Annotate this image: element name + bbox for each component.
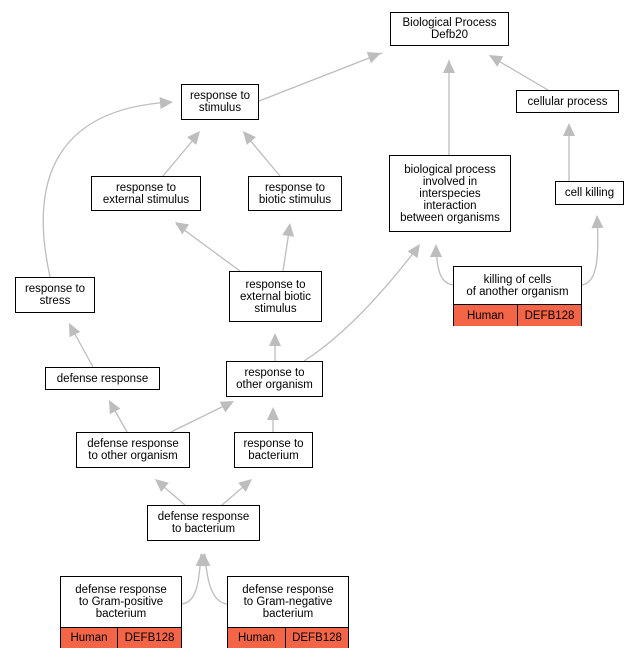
edge-other-organism-to-interspecies bbox=[303, 246, 419, 362]
edge-killing-to-cell-killing-arrowhead bbox=[591, 215, 604, 229]
edge-def-bacterium-to-bacterium-arrowhead bbox=[238, 479, 252, 492]
species-tag: Human bbox=[466, 309, 505, 322]
node-cellular-process[interactable]: cellular process bbox=[516, 90, 619, 113]
edge-ext-biotic-to-biotic-stimulus-arrowhead bbox=[282, 223, 295, 237]
edge-interspecies-to-root-arrowhead bbox=[443, 60, 455, 73]
edge-ext-biotic-to-external-stimulus bbox=[175, 223, 241, 272]
edge-stress-to-stimulus bbox=[42, 101, 173, 278]
species-tag: Human bbox=[70, 632, 108, 644]
node-label: defense response to Gram-positive bacter… bbox=[75, 584, 167, 620]
edge-cell-killing-to-cellular-process-arrowhead bbox=[563, 123, 575, 136]
edge-other-organism-to-ext-biotic-arrowhead bbox=[269, 333, 281, 346]
node-defense-response-to-gram-positive-bacterium[interactable]: defense response to Gram-positive bacter… bbox=[60, 576, 182, 648]
edge-def-other-org-to-other-organism-arrowhead bbox=[219, 401, 234, 413]
edge-def-other-org-to-defense-response-arrowhead bbox=[109, 400, 121, 415]
species-tag: Human bbox=[237, 632, 276, 644]
edge-gram-negative-to-def-bacterium-arrowhead bbox=[198, 553, 211, 567]
edge-other-organism-to-interspecies-arrowhead bbox=[407, 244, 420, 259]
node-label: killing of cells of another organism bbox=[466, 273, 569, 298]
edge-stimulus-to-root bbox=[258, 52, 383, 102]
edge-defense-response-to-stress-arrowhead bbox=[69, 323, 81, 338]
gene-tag: DEFB128 bbox=[285, 628, 348, 648]
edge-cellular-process-to-root-arrowhead bbox=[489, 55, 504, 67]
node-response-to-stress[interactable]: response to stress bbox=[15, 277, 95, 313]
edge-def-other-org-to-other-organism bbox=[170, 401, 233, 433]
node-cell-killing[interactable]: cell killing bbox=[555, 181, 624, 205]
edge-def-bacterium-to-def-other-org-arrowhead bbox=[155, 479, 169, 492]
node-response-to-stimulus[interactable]: response to stimulus bbox=[181, 84, 259, 120]
annotation-bar: Human DEFB128 bbox=[228, 627, 348, 648]
node-interspecies-interaction[interactable]: biological process involved in interspec… bbox=[389, 155, 511, 232]
annotation-bar: Human DEFB128 bbox=[454, 304, 581, 326]
edge-killing-to-interspecies-arrowhead bbox=[430, 244, 442, 257]
node-defense-response-to-other-organism[interactable]: defense response to other organism bbox=[76, 432, 190, 468]
edge-biotic-stimulus-to-stimulus-arrowhead bbox=[243, 131, 256, 145]
node-killing-of-cells[interactable]: killing of cells of another organism Hum… bbox=[453, 266, 582, 326]
annotation-bar: Human DEFB128 bbox=[61, 627, 181, 648]
edge-gram-negative-to-def-bacterium bbox=[204, 553, 228, 605]
node-defense-response-to-gram-negative-bacterium[interactable]: defense response to Gram-negative bacter… bbox=[227, 576, 349, 648]
edge-bacterium-to-other-organism-arrowhead bbox=[267, 407, 279, 420]
node-defense-response-to-bacterium[interactable]: defense response to bacterium bbox=[147, 505, 260, 541]
gene-tag: DEFB128 bbox=[117, 628, 181, 648]
edge-stimulus-to-root-arrowhead bbox=[366, 52, 381, 64]
edge-external-stimulus-to-stimulus-arrowhead bbox=[187, 131, 200, 145]
edge-killing-to-cell-killing bbox=[581, 216, 599, 286]
node-biological-process-root[interactable]: Biological Process Defb20 bbox=[390, 12, 509, 46]
edge-ext-biotic-to-external-stimulus-arrowhead bbox=[175, 222, 190, 235]
node-label: defense response to Gram-negative bacter… bbox=[242, 584, 334, 620]
node-response-to-bacterium[interactable]: response to bacterium bbox=[234, 432, 313, 468]
node-response-to-external-stimulus[interactable]: response to external stimulus bbox=[91, 176, 201, 211]
node-defense-response[interactable]: defense response bbox=[45, 367, 160, 390]
gene-tag: DEFB128 bbox=[517, 305, 581, 326]
node-response-to-other-organism[interactable]: response to other organism bbox=[226, 361, 323, 397]
edge-stress-to-stimulus-arrowhead bbox=[159, 97, 173, 110]
node-response-to-external-biotic-stimulus[interactable]: response to external biotic stimulus bbox=[229, 271, 322, 322]
node-response-to-biotic-stimulus[interactable]: response to biotic stimulus bbox=[248, 176, 342, 211]
